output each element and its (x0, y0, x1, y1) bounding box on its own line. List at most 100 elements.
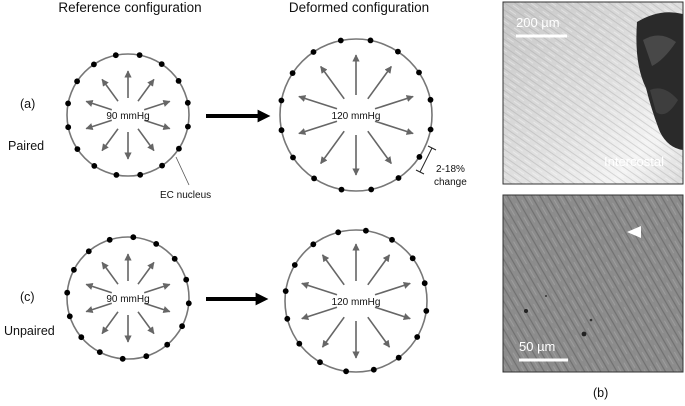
ec-nucleus-dot (65, 124, 72, 131)
ec-nucleus-dot (337, 37, 344, 44)
ref-paired-cell: 90 mmHg (65, 52, 191, 178)
pressure-arrow (298, 120, 338, 135)
ec-nucleus-dot (414, 334, 421, 340)
ec-nucleus-dot (143, 353, 150, 360)
ec-nucleus-dot (416, 69, 422, 76)
ec-nucleus-dot (317, 359, 323, 366)
paired-label: Paired (8, 139, 44, 153)
ec-nucleus-dot (153, 241, 160, 247)
deformed-header: Deformed configuration (289, 0, 429, 15)
panel-a-label: (a) (20, 97, 35, 111)
micrograph-bottom: 50 µm (502, 194, 684, 373)
unpaired-label: Unpaired (4, 324, 55, 338)
pressure-arrow (85, 282, 113, 294)
ec-nucleus-dot (363, 227, 369, 234)
ec-nucleus-dot (74, 146, 81, 153)
intercostal-label: Intercostal (604, 154, 664, 169)
ec-nucleus-dot (66, 313, 73, 320)
pressure-arrow (85, 99, 113, 111)
reference-header: Reference configuration (58, 0, 201, 15)
ec-nucleus-dot (310, 241, 317, 248)
pressure-arrow (301, 306, 338, 321)
ec-nucleus-dot (338, 186, 345, 193)
pressure-arrow (85, 119, 113, 131)
def-unpaired-pressure: 120 mmHg (332, 297, 381, 308)
ec-nucleus-dot (85, 248, 92, 255)
ref-unpaired-pressure: 90 mmHg (106, 294, 149, 305)
ec-nucleus-dot (65, 100, 71, 107)
pressure-arrow (143, 282, 171, 294)
ec-nucleus-dot (367, 37, 374, 44)
pressure-arrow (301, 281, 338, 296)
pressure-arrow (367, 65, 392, 100)
ec-nucleus-dot (296, 340, 303, 347)
pressure-arrow (367, 316, 391, 348)
ec-nucleus-dot (91, 61, 97, 68)
pressure-arrow (143, 302, 171, 314)
pressure-arrow (101, 311, 119, 335)
pressure-arrow (298, 95, 338, 110)
ec-nucleus-dot (112, 52, 119, 59)
ec-nucleus-dot (421, 280, 428, 287)
pressure-arrow (374, 306, 411, 321)
ec-nucleus-dot (78, 334, 85, 341)
ec-nucleus-dot (158, 61, 165, 67)
ref-unpaired-cell: 90 mmHg (64, 234, 192, 362)
pressure-arrow (367, 130, 392, 165)
ec-nucleus-dot (179, 323, 186, 330)
ec-nucleus-dot (136, 52, 143, 58)
change-percent: 2-18% (436, 164, 465, 175)
scale-label-50: 50 µm (519, 339, 555, 354)
ec-nucleus-dot (185, 123, 191, 130)
ec-nucleus-dot (176, 145, 182, 152)
pressure-arrow (321, 316, 345, 348)
ec-nucleus-dot (311, 175, 317, 182)
pressure-arrow (321, 254, 345, 286)
ec-nucleus-dot (343, 368, 349, 375)
ec-nucleus-dot (74, 78, 80, 85)
ec-nucleus-dot (370, 366, 377, 373)
ec-nucleus-dot (368, 186, 375, 193)
def-paired-cell: 120 mmHg (278, 37, 434, 193)
pressure-arrow (374, 95, 414, 110)
ec-nucleus-dot (171, 255, 178, 262)
change-word: change (434, 177, 467, 188)
panel-b-label: (b) (593, 386, 608, 400)
ec-nucleus-dot (289, 70, 296, 76)
pressure-arrow (374, 120, 414, 135)
ec-nucleus-dot (113, 172, 120, 178)
ec-nucleus-dot (282, 288, 289, 294)
ec-nucleus-dot (91, 163, 98, 169)
ec-nucleus-dot (395, 48, 401, 55)
panel-c-label: (c) (20, 290, 35, 304)
def-unpaired-cell: 120 mmHg (282, 227, 430, 375)
ec-nucleus-dot (64, 289, 71, 296)
scale-label-200: 200 µm (516, 15, 560, 30)
pressure-arrow (137, 311, 155, 335)
ec-nucleus-dot (416, 154, 423, 160)
pressure-arrow (143, 119, 171, 131)
ec-nucleus-dot (130, 234, 137, 241)
ec-nucleus-label: EC nucleus (160, 190, 211, 201)
ec-nucleus-dot (389, 236, 395, 243)
ec-nucleus-dot (310, 49, 317, 55)
ec-nucleus-dot (164, 341, 171, 348)
ref-paired-circle (66, 53, 190, 177)
ec-nucleus-dot (119, 355, 126, 362)
ec-nucleus-dot (137, 171, 144, 178)
pressure-arrow (137, 78, 155, 102)
pressure-arrow (320, 130, 345, 165)
pressure-arrow (101, 78, 119, 102)
def-paired-pressure: 120 mmHg (332, 111, 381, 122)
ec-nucleus-dot (395, 175, 402, 181)
ec-nucleus-dot (106, 236, 113, 243)
ref-paired-pressure: 90 mmHg (106, 111, 149, 122)
ec-nucleus-dot (423, 308, 430, 314)
arrowhead-marker (627, 226, 641, 238)
ec-nucleus-dot (278, 97, 285, 104)
ec-nucleus-dot (96, 349, 103, 355)
pressure-arrow (137, 128, 155, 152)
def-paired-circle (279, 38, 433, 192)
pressure-arrow (374, 281, 411, 296)
